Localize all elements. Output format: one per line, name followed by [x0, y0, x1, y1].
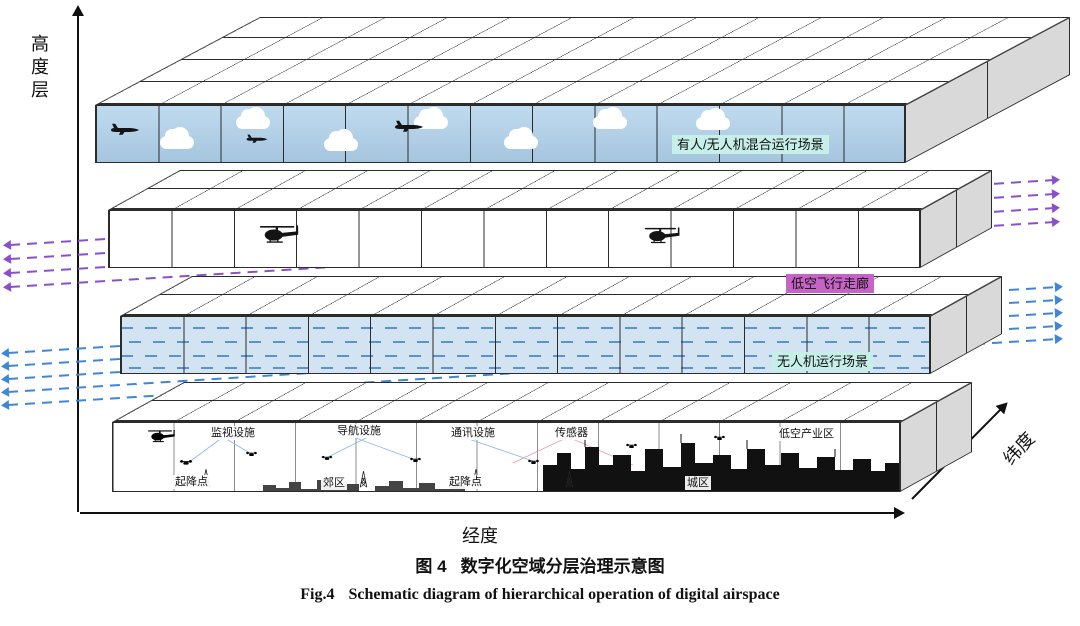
- cloud-icon: [696, 108, 730, 130]
- layer-uav-front-face: [120, 316, 930, 374]
- layer-corridor-front-face: [108, 210, 920, 268]
- cloud-icon: [160, 127, 194, 149]
- layer-corridor-top-face: [108, 170, 993, 210]
- badge-corridor-label: 低空飞行走廊: [786, 274, 875, 293]
- drone-icon: [528, 459, 539, 464]
- longitude-axis-label: 经度: [462, 526, 498, 546]
- label-surveillance: 监视设施: [209, 426, 257, 440]
- airplane-icon: [246, 133, 268, 144]
- layer-mixed-top-face: [95, 17, 1071, 105]
- surveillance-link-lines: [187, 436, 534, 464]
- altitude-axis-arrow-icon: [72, 5, 84, 16]
- cloud-icon: [324, 129, 358, 151]
- helicopter-icon: [644, 226, 682, 247]
- rooftop-antennas: [584, 434, 836, 457]
- figure-number-en: Fig.4: [300, 586, 335, 603]
- altitude-axis-label: 高度层: [29, 34, 49, 103]
- helicopter-icon: [259, 224, 301, 247]
- figure-number-zh: 图 4: [415, 557, 447, 576]
- drone-icon: [410, 457, 421, 462]
- badge-uav-label: 无人机运行场景: [772, 352, 874, 371]
- latitude-axis-label: 纬度: [999, 428, 1039, 469]
- badge-mixed-label: 有人/无人机混合运行场景: [672, 135, 829, 154]
- cloud-icon: [593, 107, 627, 129]
- airplane-icon: [394, 119, 424, 133]
- drone-icon: [714, 435, 725, 440]
- label-industry-zone: 低空产业区: [777, 427, 836, 441]
- label-city: 城区: [685, 476, 711, 490]
- figure-caption-en: Fig.4 Schematic diagram of hierarchical o…: [0, 586, 1080, 604]
- cloud-icon: [236, 107, 270, 129]
- drone-icon: [179, 459, 193, 465]
- figure-title-en: Schematic diagram of hierarchical operat…: [348, 586, 780, 603]
- drone-icon: [321, 455, 333, 460]
- cloud-icon: [504, 127, 538, 149]
- drone-icon: [626, 443, 637, 448]
- label-suburb: 郊区: [321, 476, 347, 490]
- figure-title-zh: 数字化空域分层治理示意图: [460, 557, 665, 576]
- figure-caption-zh: 图 4 数字化空域分层治理示意图: [0, 552, 1080, 577]
- airplane-icon: [110, 122, 140, 136]
- longitude-axis: [80, 512, 896, 514]
- label-takeoff-pad: 起降点: [447, 475, 484, 489]
- cloud-icon: [414, 107, 448, 129]
- label-communication: 通讯设施: [449, 426, 497, 440]
- label-takeoff-pad: 起降点: [173, 475, 210, 489]
- layer-ground-top-face: [112, 382, 973, 422]
- layer-ground-front-face: 监视设施 导航设施 通讯设施 传感器 低空产业区 起降点 郊区 起降点 城区: [112, 422, 900, 492]
- drone-icon: [246, 451, 257, 456]
- suburb-buildings: [375, 481, 465, 491]
- helicopter-icon: [148, 430, 175, 443]
- label-navigation: 导航设施: [335, 424, 383, 438]
- altitude-axis: [77, 14, 79, 512]
- label-sensor: 传感器: [553, 426, 590, 440]
- city-skyline: [543, 443, 899, 491]
- layer-mixed-front-face: [95, 105, 905, 163]
- navigation-tower-icon: [359, 470, 368, 488]
- city-ground-strip: [543, 488, 899, 491]
- longitude-axis-arrow-icon: [894, 507, 905, 519]
